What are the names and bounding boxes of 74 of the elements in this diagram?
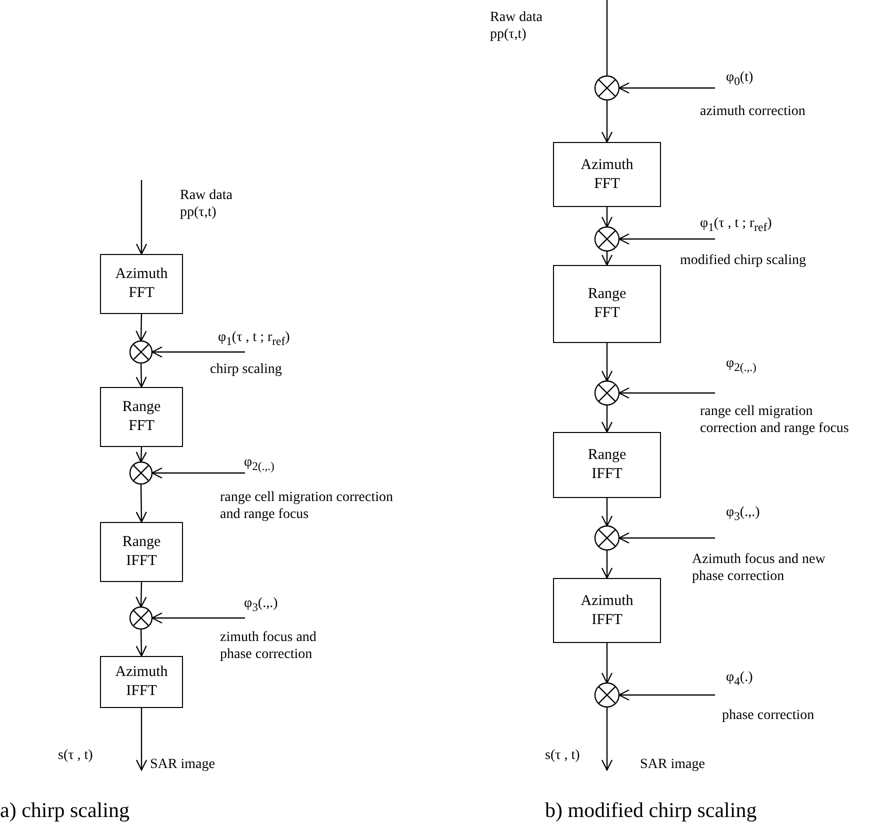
multiplier-symbol: [594, 75, 620, 101]
operation-note: Azimuth focus and new phase correction: [692, 552, 826, 586]
operation-note: phase correction: [722, 708, 816, 725]
arrow: [601, 207, 613, 228]
operation-note: range cell migration correction and range focus: [700, 404, 850, 438]
edge-label: φ$_{2(.,.)}$: [726, 356, 758, 375]
operation-note: s(τ , t): [58, 748, 94, 765]
process-box: [553, 142, 661, 207]
box-label: Range IFFT: [586, 446, 628, 484]
box-label: Azimuth IFFT: [114, 663, 169, 701]
arrow: [136, 446, 147, 463]
box-label: Azimuth FFT: [114, 265, 169, 303]
edge-label: φ$_{1}$(τ , t ; r$_{ref}$): [218, 330, 291, 349]
arrow: [136, 582, 147, 608]
edge-label: Raw data pp(τ,t): [180, 188, 234, 222]
arrow: [151, 346, 245, 358]
arrow: [601, 643, 613, 684]
operation-note: chirp scaling: [210, 362, 283, 379]
edge-label: Raw data pp(τ,t): [490, 10, 544, 44]
operation-note: azimuth correction: [700, 104, 806, 121]
arrow: [618, 387, 715, 399]
multiplier-symbol: [594, 380, 620, 406]
arrow: [136, 180, 148, 255]
process-box: [100, 656, 183, 708]
process-box: [100, 387, 183, 447]
arrow: [136, 484, 147, 523]
arrow: [151, 612, 245, 624]
edge-label: φ$_{1}$(τ , t ; r$_{ref}$): [700, 216, 773, 235]
caption: b) modified chirp scaling: [545, 798, 757, 823]
process-box: [553, 578, 661, 643]
edge-label: SAR image: [640, 757, 706, 774]
arrow: [601, 405, 613, 433]
process-box: [100, 522, 183, 582]
multiplier-symbol: [129, 461, 153, 485]
multiplier-symbol: [594, 682, 620, 708]
operation-note: zimuth focus and phase correction: [220, 630, 318, 664]
arrow: [151, 467, 245, 479]
operation-note: s(τ , t): [545, 748, 581, 765]
arrow: [136, 628, 147, 657]
arrow: [618, 689, 715, 701]
multiplier-symbol: [594, 525, 620, 551]
caption: a) chirp scaling: [0, 798, 130, 823]
arrow: [601, 498, 613, 527]
arrow: [618, 532, 715, 544]
arrow: [601, 343, 613, 382]
arrow: [601, 100, 613, 143]
box-label: Range IFFT: [121, 533, 162, 571]
box-label: Range FFT: [121, 398, 162, 436]
arrow: [601, 707, 613, 771]
arrow: [618, 82, 715, 94]
arrow: [136, 314, 147, 342]
operation-note: range cell migration correction and range focus: [220, 490, 394, 524]
edge-label: SAR image: [150, 757, 216, 774]
multiplier-symbol: [594, 226, 620, 252]
process-box: [100, 254, 183, 314]
multiplier-symbol: [129, 606, 153, 630]
box-label: Azimuth IFFT: [580, 592, 634, 630]
arrow: [136, 708, 148, 771]
edge-label: φ$_{2(.,.)}$: [244, 455, 276, 474]
arrow: [601, 251, 613, 266]
multiplier-symbol: [129, 340, 153, 364]
box-label: Range FFT: [586, 285, 628, 323]
connector-line: [606, 0, 608, 76]
edge-label: φ$_{3}$(.,.): [726, 505, 761, 524]
edge-label: φ$_{0}$(t): [726, 70, 754, 89]
process-box: [553, 432, 661, 498]
operation-note: modified chirp scaling: [680, 253, 807, 270]
edge-label: φ$_{4}$(.): [726, 670, 754, 689]
edge-label: φ$_{3}$(.,.): [244, 596, 279, 615]
arrow: [136, 362, 147, 388]
arrow: [618, 233, 715, 245]
arrow: [601, 550, 613, 579]
process-box: [553, 265, 661, 343]
box-label: Azimuth FFT: [580, 156, 634, 194]
